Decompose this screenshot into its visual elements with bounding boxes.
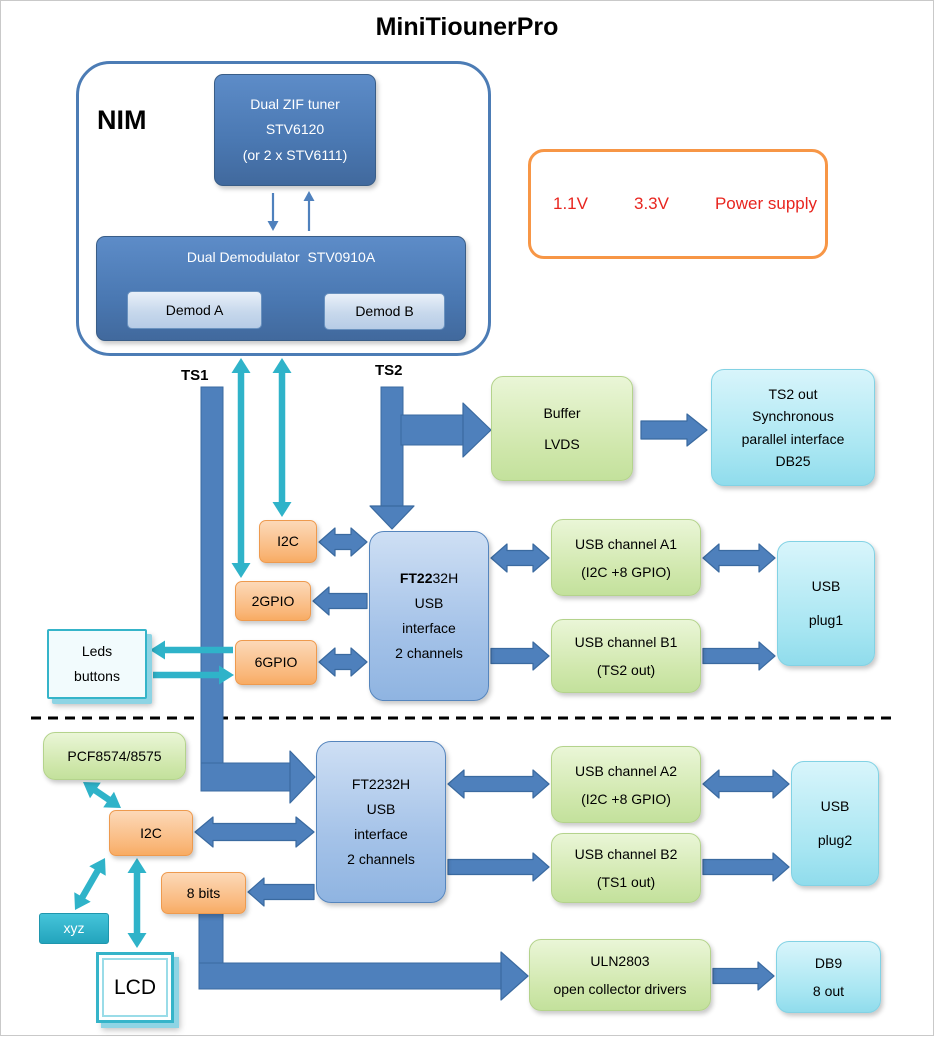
uln2803-block: ULN2803 open collector drivers [529, 939, 711, 1011]
nim-label: NIM [97, 105, 147, 135]
demodulator-block: Dual Demodulator STV0910A Demod A Demod … [96, 236, 466, 341]
ft2232h-1-name: FT2232H [399, 569, 459, 586]
i2c2-block: I2C [109, 810, 193, 856]
usb-plug2-block: USB plug2 [791, 761, 879, 886]
power-supply-box: 1.1V 3.3V Power supply [528, 149, 828, 259]
usb-channel-b1-block: USB channel B1 (TS2 out) [551, 619, 701, 693]
8bits-block: 8 bits [161, 872, 246, 914]
gpio2-block: 2GPIO [235, 581, 311, 621]
xyz-block: xyz [39, 913, 109, 944]
leds-buttons-block: Leds buttons [47, 629, 147, 699]
ft2232h-1-block: FT2232H USB interface 2 channels [369, 531, 489, 701]
demod-a-block: Demod A [127, 291, 262, 329]
ts1-label: TS1 [181, 367, 209, 384]
power-supply-label: Power supply [714, 194, 818, 213]
demodulator-title: Dual Demodulator STV0910A [186, 249, 376, 265]
tuner-block: Dual ZIF tuner STV6120 (or 2 x STV6111) [214, 74, 376, 186]
power-1v1-label: 1.1V [553, 194, 588, 213]
buffer-lvds-block: Buffer LVDS [491, 376, 633, 481]
db9-block: DB9 8 out [776, 941, 881, 1013]
ft2232h-1-desc: USB interface 2 channels [395, 594, 463, 662]
diagram-title: MiniTiounerPro [375, 13, 559, 41]
gpio6-block: 6GPIO [235, 640, 317, 685]
power-3v3-label: 3.3V [633, 194, 669, 213]
usb-channel-b2-block: USB channel B2 (TS1 out) [551, 833, 701, 903]
demod-b-block: Demod B [324, 293, 445, 330]
usb-channel-a1-block: USB channel A1 (I2C +8 GPIO) [551, 519, 701, 596]
lcd-block: LCD [96, 952, 174, 1023]
i2c1-block: I2C [259, 520, 317, 563]
usb-plug1-block: USB plug1 [777, 541, 875, 666]
ft2232h-2-block: FT2232H USB interface 2 channels [316, 741, 446, 903]
usb-channel-a2-block: USB channel A2 (I2C +8 GPIO) [551, 746, 701, 823]
pcf8574-block: PCF8574/8575 [43, 732, 186, 780]
ts2-label: TS2 [375, 362, 403, 379]
ts2-out-block: TS2 out Synchronous parallel interface D… [711, 369, 875, 486]
